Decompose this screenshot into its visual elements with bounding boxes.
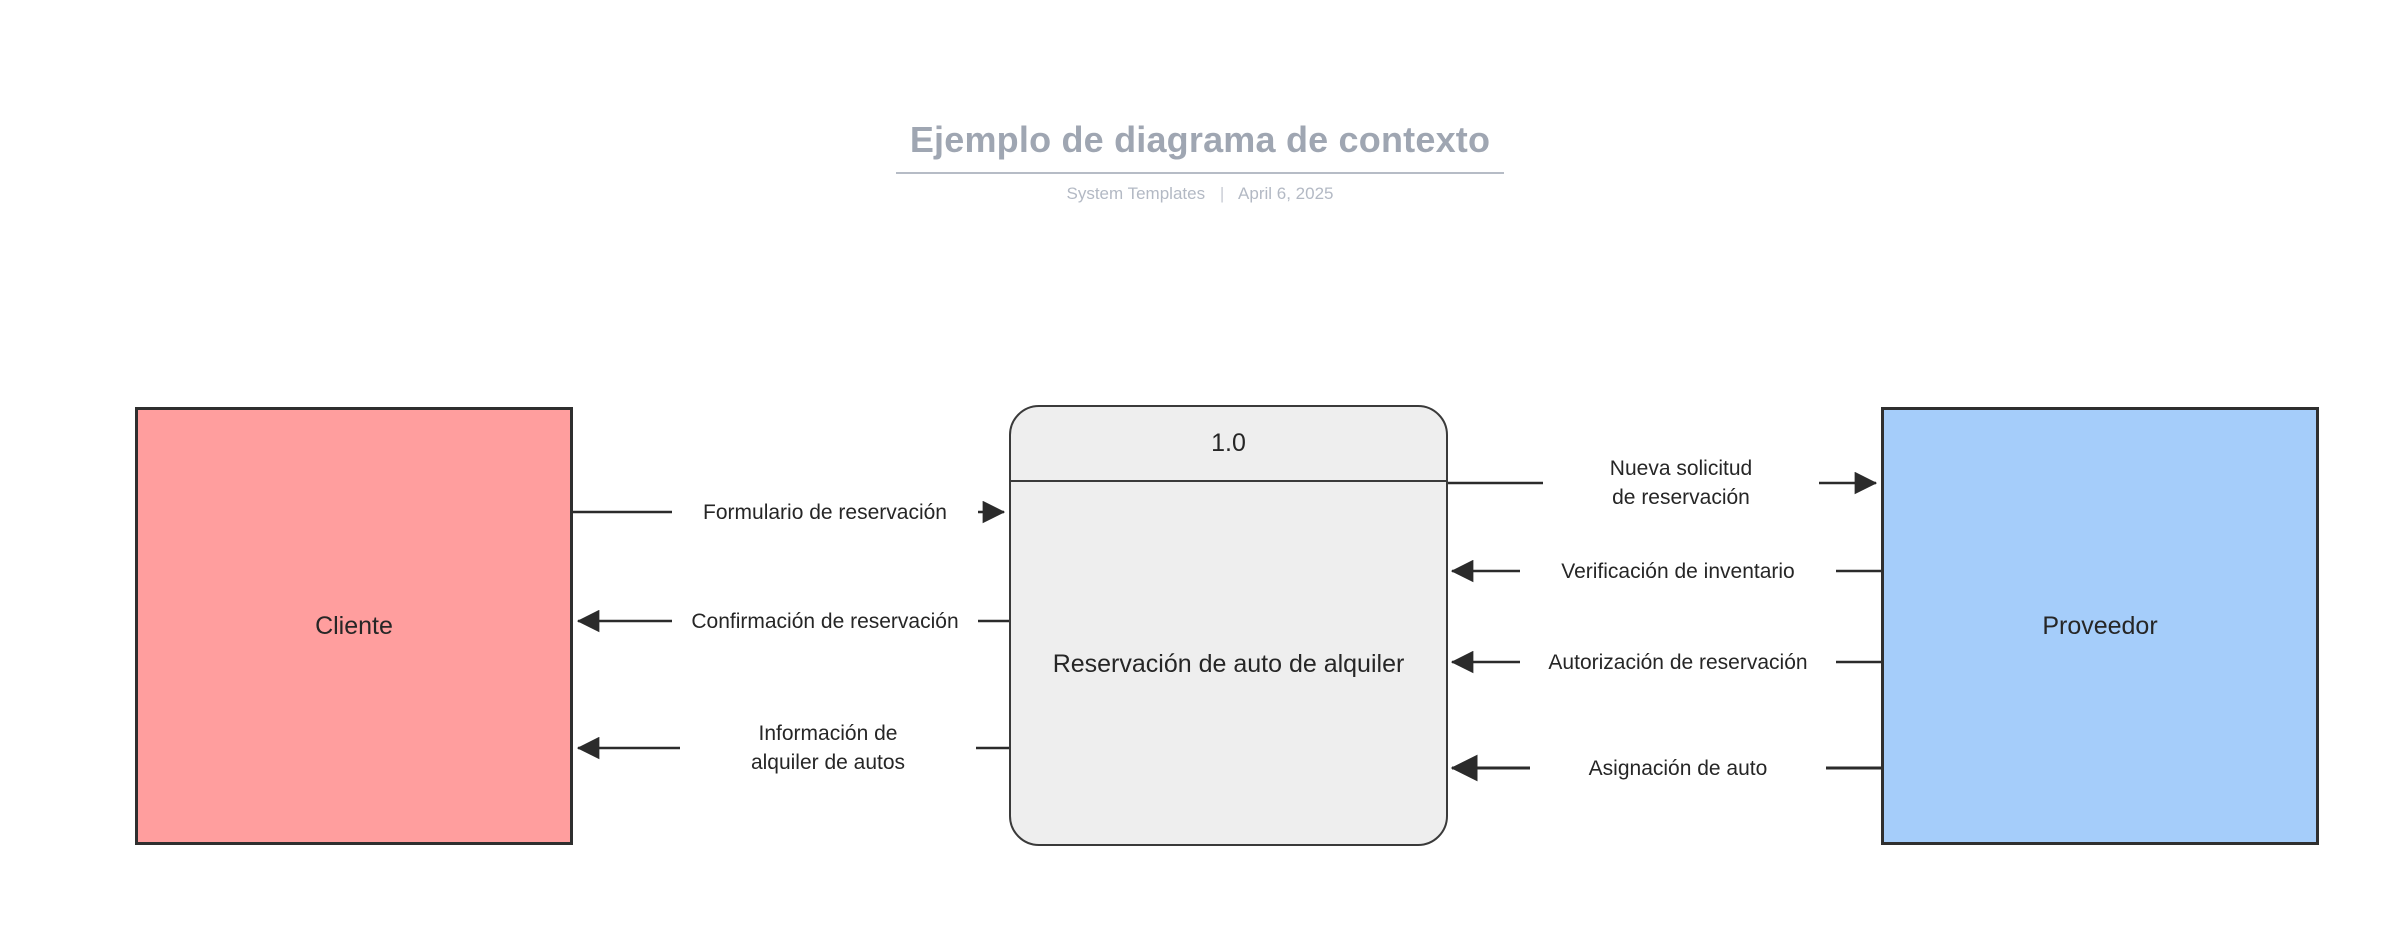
flow-label-line-2: de reservación — [1612, 486, 1750, 509]
process-reservacion-de-auto[interactable]: 1.0 Reservación de auto de alquiler — [1009, 405, 1448, 846]
document-date: April 6, 2025 — [1238, 184, 1334, 203]
entity-cliente-label: Cliente — [315, 612, 393, 640]
flow-label-nueva-solicitud-de-reservacion: Nueva solicitud de reservación — [1543, 454, 1819, 512]
page-title: Ejemplo de diagrama de contexto — [895, 118, 1505, 174]
flow-label-line-1: Nueva solicitud — [1609, 457, 1753, 480]
flow-label-autorizacion-de-reservacion: Autorización de reservación — [1520, 648, 1836, 677]
process-name: Reservación de auto de alquiler — [1052, 650, 1405, 678]
flow-label-asignacion-de-auto: Asignación de auto — [1530, 754, 1826, 783]
process-number: 1.0 — [1011, 407, 1446, 482]
entity-proveedor[interactable]: Proveedor — [1881, 407, 2319, 845]
flow-label-informacion-de-alquiler-de-autos: Información de alquiler de autos — [680, 719, 976, 777]
meta-separator: | — [1219, 184, 1225, 203]
document-author: System Templates — [1066, 184, 1206, 203]
entity-proveedor-label: Proveedor — [2042, 612, 2158, 640]
flow-label-line-1: Información de — [758, 722, 898, 745]
flow-label-line-2: alquiler de autos — [750, 751, 906, 774]
flow-label-verificacion-de-inventario: Verificación de inventario — [1520, 557, 1836, 586]
document-header: Ejemplo de diagrama de contexto System T… — [0, 118, 2400, 205]
flow-label-confirmacion-de-reservacion: Confirmación de reservación — [672, 607, 978, 636]
document-meta: System Templates | April 6, 2025 — [0, 183, 2400, 205]
flow-label-formulario-de-reservacion: Formulario de reservación — [672, 498, 978, 527]
entity-cliente[interactable]: Cliente — [135, 407, 573, 845]
